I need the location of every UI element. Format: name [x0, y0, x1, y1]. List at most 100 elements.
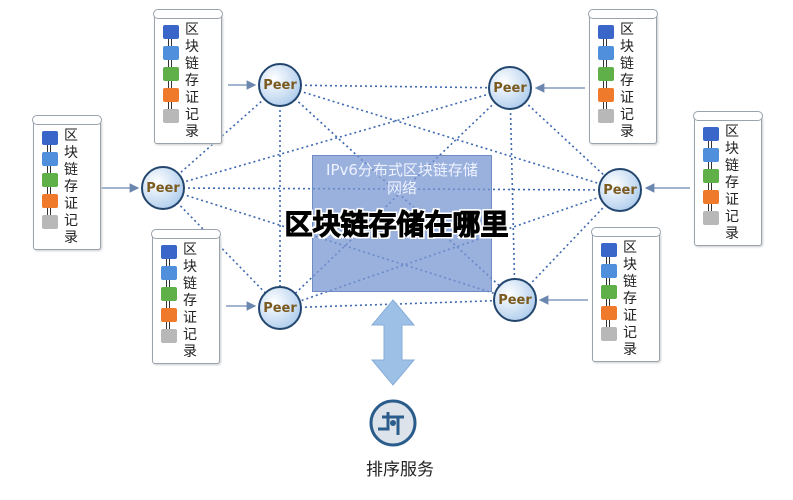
block — [42, 173, 58, 194]
record-char: 块 — [620, 39, 634, 55]
block — [601, 264, 617, 285]
peer-link — [162, 187, 516, 301]
block — [598, 88, 614, 109]
record-char: 区 — [620, 22, 634, 38]
sort-service-icon — [369, 399, 417, 447]
record-char: 证 — [620, 90, 634, 106]
block — [163, 88, 179, 109]
block — [161, 266, 177, 287]
record-char: 记 — [183, 327, 197, 343]
block — [598, 67, 614, 88]
record-scroll: 区块链存证记录 — [151, 229, 221, 364]
block — [42, 152, 58, 173]
overlay-title: 区块链存储在哪里 — [284, 208, 509, 242]
block — [601, 243, 617, 264]
record-char: 证 — [725, 192, 739, 208]
record-scroll: 区块链存证记录 — [153, 9, 223, 144]
block — [42, 194, 58, 215]
record-char: 区 — [623, 240, 637, 256]
record-char: 证 — [183, 310, 197, 326]
network-box-label: IPv6分布式区块链存储网络 — [326, 161, 478, 197]
record-char: 录 — [623, 342, 637, 358]
block — [703, 148, 719, 169]
block — [161, 245, 177, 266]
record-char: 证 — [64, 196, 78, 212]
record-char: 链 — [725, 158, 739, 174]
record-char: 区 — [725, 124, 739, 140]
record-char: 录 — [725, 226, 739, 242]
record-scroll: 区块链存证记录 — [693, 111, 763, 246]
block — [703, 127, 719, 148]
block — [161, 329, 177, 343]
block — [601, 285, 617, 306]
peer-node: Peer — [598, 168, 642, 212]
record-char: 证 — [623, 308, 637, 324]
record-char: 区 — [64, 128, 78, 144]
peer-link — [279, 84, 621, 191]
peer-link — [162, 87, 511, 189]
peer-node: Peer — [488, 66, 532, 110]
block-chain — [601, 243, 617, 348]
block — [42, 215, 58, 229]
block — [601, 327, 617, 341]
peer-node: Peer — [258, 286, 302, 330]
record-label: 区块链存证记录 — [64, 128, 82, 247]
record-char: 链 — [64, 162, 78, 178]
record-char: 块 — [185, 39, 199, 55]
block — [42, 131, 58, 152]
record-label: 区块链存证记录 — [623, 240, 641, 359]
record-char: 记 — [64, 213, 78, 229]
record-char: 录 — [620, 124, 634, 140]
block — [163, 46, 179, 67]
block — [703, 190, 719, 211]
record-char: 录 — [64, 230, 78, 246]
record-char: 链 — [620, 56, 634, 72]
record-char: 记 — [620, 107, 634, 123]
scroll-curl — [151, 229, 221, 239]
record-char: 存 — [64, 179, 78, 195]
record-char: 存 — [185, 73, 199, 89]
record-char: 存 — [183, 293, 197, 309]
peer-link — [279, 84, 511, 89]
double-arrow — [370, 299, 416, 386]
record-char: 记 — [725, 209, 739, 225]
sort-service-label: 排序服务 — [366, 460, 434, 480]
record-char: 块 — [183, 259, 197, 275]
record-char: 录 — [183, 344, 197, 360]
record-label: 区块链存证记录 — [620, 22, 638, 141]
record-char: 记 — [185, 107, 199, 123]
record-char: 链 — [623, 274, 637, 290]
record-label: 区块链存证记录 — [725, 124, 743, 243]
block — [163, 25, 179, 46]
peer-link — [162, 84, 281, 189]
block — [598, 25, 614, 46]
peer-link — [162, 187, 621, 191]
record-char: 录 — [185, 124, 199, 140]
scroll-curl — [591, 227, 661, 237]
record-char: 块 — [64, 145, 78, 161]
block — [703, 169, 719, 190]
block — [601, 306, 617, 327]
block-chain — [163, 25, 179, 130]
record-char: 记 — [623, 325, 637, 341]
block-chain — [703, 127, 719, 232]
block — [161, 308, 177, 329]
peer-link — [279, 299, 516, 309]
scroll-curl — [153, 9, 223, 19]
peer-node: Peer — [258, 63, 302, 107]
scroll-curl — [588, 9, 658, 19]
block-chain — [161, 245, 177, 350]
record-char: 块 — [725, 141, 739, 157]
block — [703, 211, 719, 225]
block — [598, 46, 614, 67]
scroll-curl — [32, 115, 102, 125]
record-scroll: 区块链存证记录 — [588, 9, 658, 144]
record-char: 链 — [185, 56, 199, 72]
record-char: 存 — [725, 175, 739, 191]
record-char: 链 — [183, 276, 197, 292]
block — [163, 109, 179, 123]
block — [598, 109, 614, 123]
ipv6-network-box: IPv6分布式区块链存储网络 — [312, 155, 492, 292]
record-label: 区块链存证记录 — [185, 22, 203, 141]
